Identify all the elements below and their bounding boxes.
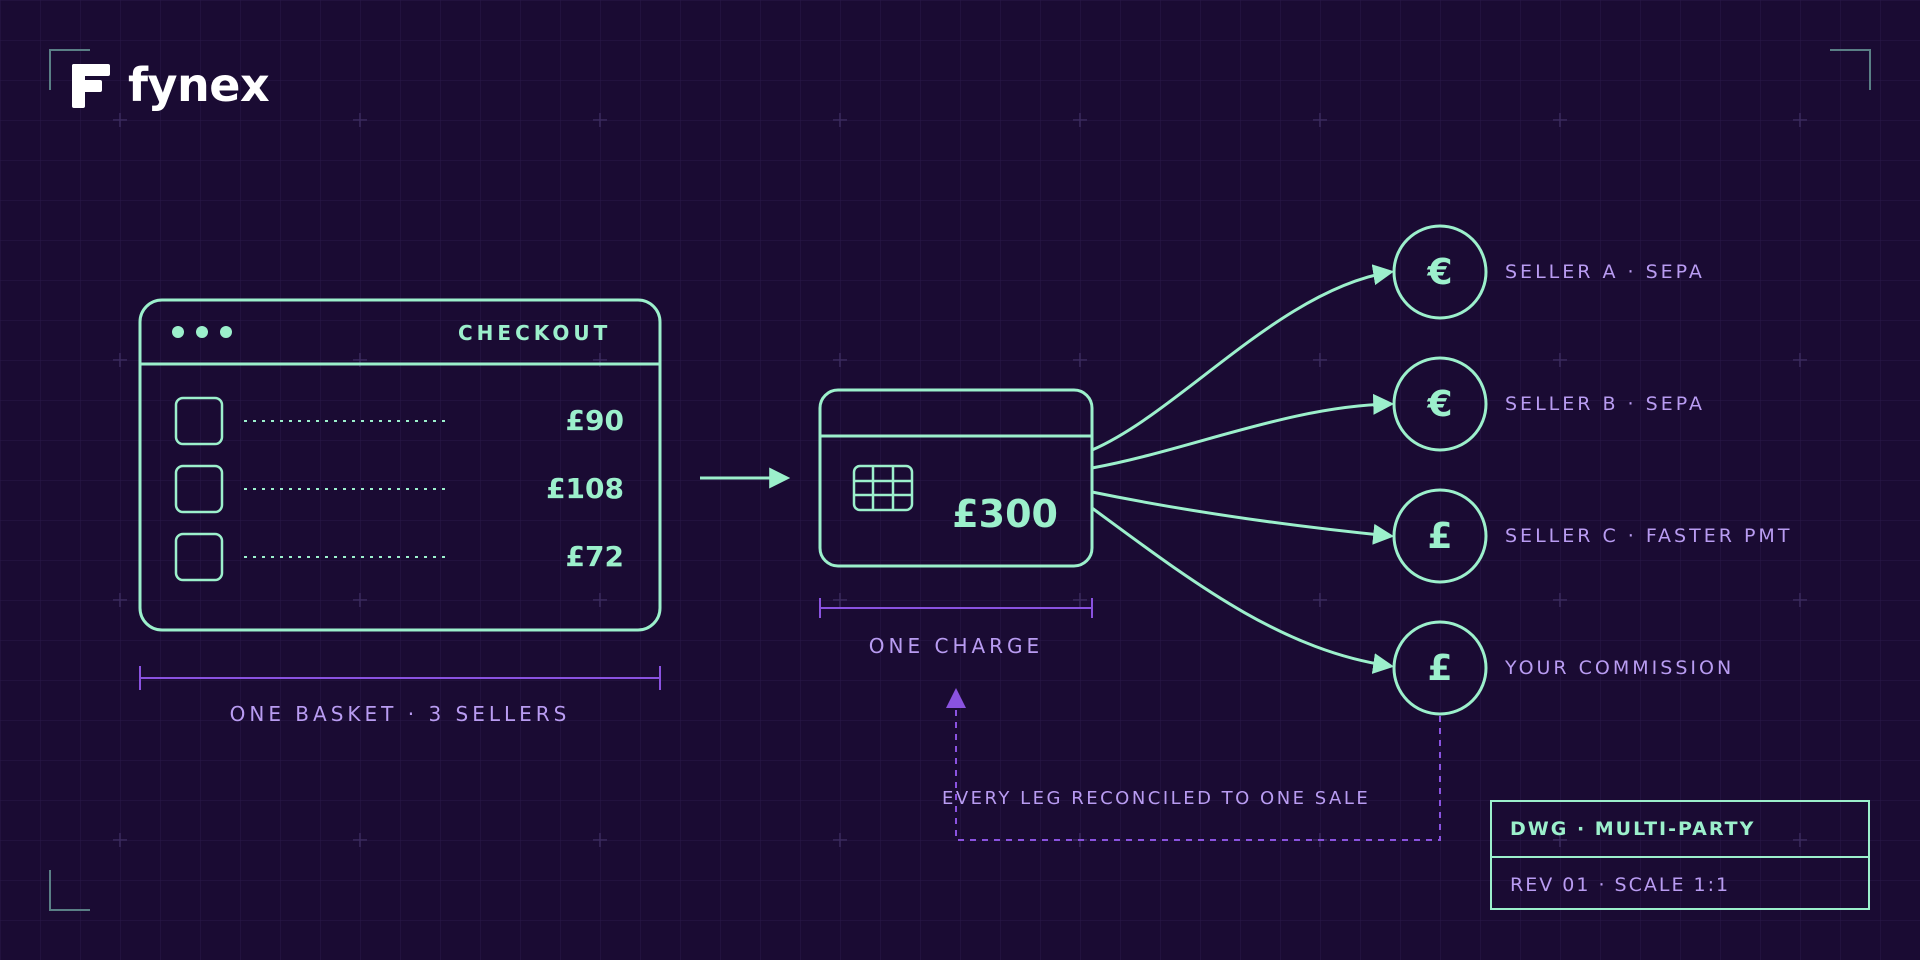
registration-cross — [113, 593, 127, 607]
chip-icon — [852, 464, 914, 512]
basket-caption: ONE BASKET · 3 SELLERS — [229, 702, 571, 726]
registration-cross — [1793, 593, 1807, 607]
title-block-drawing: DWG · MULTI-PARTY — [1492, 802, 1868, 858]
registration-cross — [353, 593, 367, 607]
card-amount: £300 — [952, 492, 1058, 536]
reconcile-loop — [955, 708, 1441, 841]
flow-commission — [1091, 506, 1395, 674]
registration-cross — [833, 113, 847, 127]
registration-cross — [833, 833, 847, 847]
pound-icon: £ — [1427, 647, 1453, 689]
registration-cross — [113, 113, 127, 127]
charge-dimension-line — [819, 598, 1093, 618]
registration-cross — [1313, 353, 1327, 367]
registration-cross — [1553, 353, 1567, 367]
registration-cross — [1073, 353, 1087, 367]
checkout-item-amount: £72 — [565, 540, 624, 573]
registration-cross — [113, 833, 127, 847]
title-block-revision: REV 01 · SCALE 1:1 — [1510, 874, 1731, 896]
checkout-window — [138, 298, 662, 632]
pound-icon: £ — [1427, 515, 1453, 557]
payout-flows — [1091, 264, 1395, 674]
registration-cross — [1553, 593, 1567, 607]
window-dots-icon — [172, 326, 232, 338]
registration-cross — [593, 113, 607, 127]
registration-cross — [1313, 593, 1327, 607]
registration-cross — [1793, 113, 1807, 127]
f-logo-icon — [72, 64, 110, 108]
payment-card — [818, 388, 1094, 568]
registration-cross — [593, 833, 607, 847]
euro-icon: € — [1427, 251, 1453, 293]
registration-cross — [353, 833, 367, 847]
basket-dimension-line — [139, 666, 661, 690]
registration-cross — [1313, 113, 1327, 127]
checkout-item-amount: £90 — [565, 404, 624, 437]
brand-name: fynex — [128, 58, 270, 112]
corner-brackets — [49, 49, 1871, 911]
payout-label-seller-a: SELLER A · SEPA — [1505, 261, 1705, 283]
checkout-title: CHECKOUT — [458, 321, 612, 345]
registration-cross — [1073, 113, 1087, 127]
flow-seller-a — [1091, 264, 1395, 452]
registration-cross — [593, 593, 607, 607]
registration-cross — [1793, 833, 1807, 847]
registration-cross — [353, 113, 367, 127]
payout-label-commission: YOUR COMMISSION — [1505, 657, 1735, 679]
registration-cross — [113, 353, 127, 367]
charge-caption: ONE CHARGE — [868, 634, 1044, 658]
registration-cross — [1553, 113, 1567, 127]
checkout-item-leaders — [244, 420, 446, 558]
registration-cross — [833, 593, 847, 607]
checkout-item-checkboxes — [174, 396, 224, 582]
registration-cross — [1073, 593, 1087, 607]
registration-cross — [833, 353, 847, 367]
title-block: DWG · MULTI-PARTY REV 01 · SCALE 1:1 — [1490, 800, 1870, 910]
checkout-item-amount: £108 — [546, 472, 624, 505]
euro-icon: € — [1427, 383, 1453, 425]
reconcile-label: EVERY LEG RECONCILED TO ONE SALE — [942, 788, 1371, 809]
reconcile-arrowhead — [946, 688, 966, 708]
payout-label-seller-c: SELLER C · FASTER PMT — [1505, 525, 1793, 547]
registration-cross — [1793, 353, 1807, 367]
payout-label-seller-b: SELLER B · SEPA — [1505, 393, 1705, 415]
registration-cross — [1553, 833, 1567, 847]
flow-seller-b — [1091, 393, 1395, 470]
logo-mark-spacer — [70, 63, 114, 107]
payout-circles — [1392, 224, 1488, 716]
brand-logo[interactable]: fynex — [70, 58, 270, 112]
flow-seller-c — [1091, 490, 1395, 545]
